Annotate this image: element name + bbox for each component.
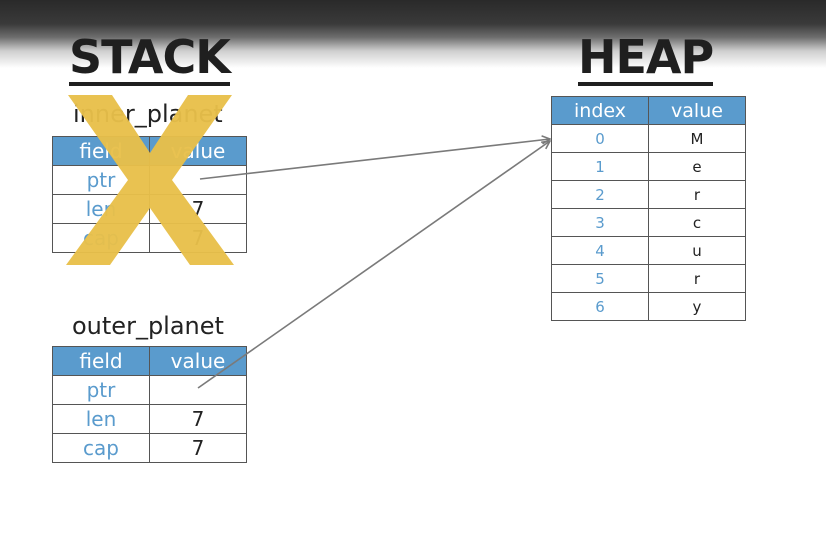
video-top-bar — [0, 0, 826, 68]
value-cell: e — [648, 152, 746, 181]
table-row: 3 c — [551, 208, 746, 237]
x-mark-icon — [66, 95, 234, 265]
value-cell: r — [648, 264, 746, 293]
index-cell: 2 — [551, 180, 649, 209]
column-header-value: value — [648, 96, 746, 125]
field-cell: len — [52, 404, 150, 434]
inner-ptr-arrow-icon — [199, 139, 550, 180]
table-row: len 7 — [52, 404, 247, 434]
stack-heading-underline — [69, 82, 230, 86]
value-cell: r — [648, 180, 746, 209]
value-cell: 7 — [149, 433, 247, 463]
field-cell: cap — [52, 433, 150, 463]
value-cell: u — [648, 236, 746, 265]
index-cell: 4 — [551, 236, 649, 265]
index-cell: 6 — [551, 292, 649, 321]
table-row: 4 u — [551, 236, 746, 265]
outer-ptr-arrow-icon — [197, 141, 550, 389]
heap-heading-text: HEAP — [578, 30, 714, 84]
table-header-row: index value — [551, 96, 746, 125]
column-header-value: value — [149, 346, 247, 376]
heap-table: index value 0 M 1 e 2 r 3 c 4 u 5 r 6 y — [551, 96, 746, 321]
value-cell: M — [648, 124, 746, 153]
value-cell: c — [648, 208, 746, 237]
table-row: 6 y — [551, 292, 746, 321]
index-cell: 5 — [551, 264, 649, 293]
value-cell: y — [648, 292, 746, 321]
value-cell — [149, 375, 247, 405]
column-header-index: index — [551, 96, 649, 125]
index-cell: 1 — [551, 152, 649, 181]
table-row: 1 e — [551, 152, 746, 181]
table-row: 0 M — [551, 124, 746, 153]
outer-planet-title: outer_planet — [72, 312, 224, 340]
table-row: 2 r — [551, 180, 746, 209]
table-row: cap 7 — [52, 433, 247, 463]
field-cell: ptr — [52, 375, 150, 405]
column-header-field: field — [52, 346, 150, 376]
index-cell: 0 — [551, 124, 649, 153]
heap-heading-underline — [578, 82, 714, 86]
index-cell: 3 — [551, 208, 649, 237]
outer-planet-table: field value ptr len 7 cap 7 — [52, 346, 247, 463]
table-row: 5 r — [551, 264, 746, 293]
stack-heading: STACK — [69, 30, 231, 86]
value-cell: 7 — [149, 404, 247, 434]
table-row: ptr — [52, 375, 247, 405]
table-header-row: field value — [52, 346, 247, 376]
heap-heading: HEAP — [578, 30, 714, 86]
stack-heading-text: STACK — [69, 30, 231, 84]
